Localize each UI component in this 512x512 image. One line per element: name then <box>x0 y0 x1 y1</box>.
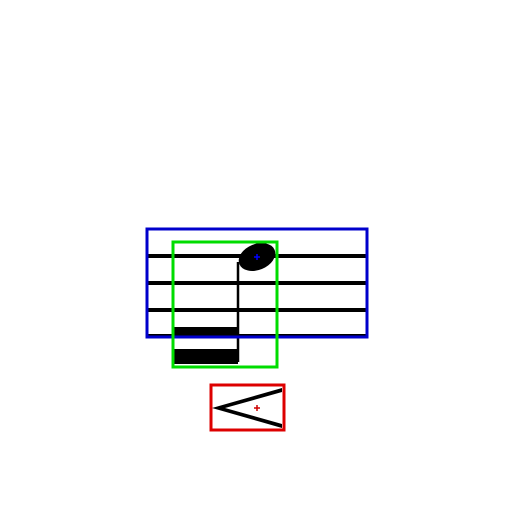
note-bounding-box <box>171 240 279 369</box>
staff-bounding-box <box>145 227 369 339</box>
accent-bounding-box <box>209 383 286 432</box>
notehead-marker <box>254 254 260 260</box>
accent-marker <box>254 405 260 411</box>
beam <box>174 327 238 336</box>
beam <box>174 349 238 364</box>
accent-mark <box>212 388 282 428</box>
